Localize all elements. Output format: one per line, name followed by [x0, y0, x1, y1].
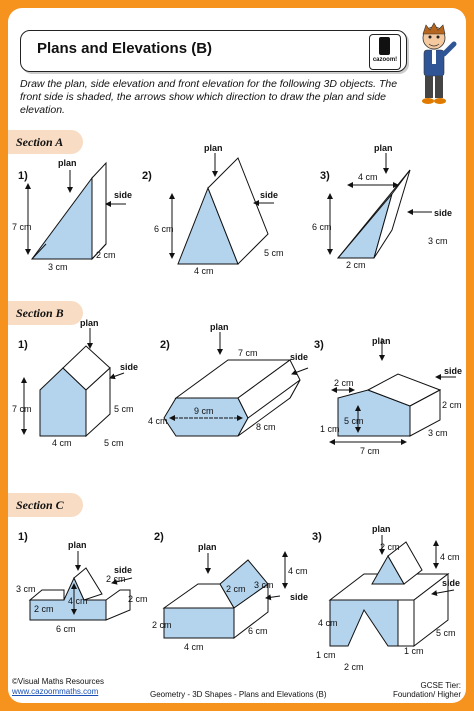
c3-dim-left: 4 cm [318, 618, 338, 628]
c2-dim-left: 2 cm [152, 620, 172, 630]
c3-plan-label: plan [372, 524, 391, 534]
a2-plan-label: plan [204, 143, 223, 153]
q-c1-num: 1) [18, 531, 28, 543]
c2-dim-front: 2 cm [226, 584, 246, 594]
b1-plan-label: plan [80, 318, 99, 328]
instructions: Draw the plan, side elevation and front … [20, 78, 398, 116]
c2-plan-label: plan [198, 542, 217, 552]
a2-dim-depth: 5 cm [264, 248, 284, 258]
a1-dim-base: 3 cm [48, 262, 68, 272]
q-b1-num: 1) [18, 339, 28, 351]
c1-dim-top: 2 cm [106, 574, 126, 584]
a3-dim-depth: 3 cm [428, 236, 448, 246]
b1-dim-height: 7 cm [12, 404, 32, 414]
b2-side-label: side [290, 352, 308, 362]
c1-dim-left: 3 cm [16, 584, 36, 594]
shape-c1 [28, 551, 133, 621]
shape-b3 [329, 338, 456, 445]
a3-dim-base: 2 cm [346, 260, 366, 270]
q-a2-num: 2) [142, 170, 152, 182]
c2-dim-depth: 6 cm [248, 626, 268, 636]
shape-a1 [25, 161, 126, 261]
q-c3-num: 3) [312, 531, 322, 543]
shape-b1 [21, 328, 125, 438]
a3-dim-top: 4 cm [358, 172, 378, 182]
cazoom-logo: cazoom! [369, 34, 401, 70]
c3-dim-peak: 4 cm [440, 552, 460, 562]
c1-dim-height: 4 cm [68, 596, 88, 606]
shape-c2 [162, 551, 288, 640]
b3-dim-mid: 5 cm [344, 416, 364, 426]
q-b3-num: 3) [314, 339, 324, 351]
footer-tier-label: GCSE Tier: [420, 681, 461, 690]
section-c-label: Section C [8, 493, 83, 517]
a3-plan-label: plan [374, 143, 393, 153]
b3-dim-side: 2 cm [442, 400, 462, 410]
shape-a3 [327, 153, 432, 259]
title-box: Plans and Elevations (B) cazoom! [20, 30, 407, 72]
shape-a2 [169, 153, 274, 265]
b2-dim-depth: 8 cm [256, 422, 276, 432]
q-a1-num: 1) [18, 170, 28, 182]
b1-dim-depth: 5 cm [104, 438, 124, 448]
a2-dim-height: 6 cm [154, 224, 174, 234]
footer-url-link[interactable]: www.cazoommaths.com [12, 687, 99, 696]
logo-mark-icon [379, 37, 390, 55]
b2-dim-height: 4 cm [148, 416, 168, 426]
b3-dim-left: 1 cm [320, 424, 340, 434]
shape-b2 [163, 332, 309, 437]
shape-c3 [328, 535, 455, 648]
c2-side-label: side [290, 592, 308, 602]
logo-text: cazoom! [372, 57, 398, 63]
c3-dim-gap: 1 cm [404, 646, 424, 656]
b2-plan-label: plan [210, 322, 229, 332]
a1-dim-height: 7 cm [12, 222, 32, 232]
c3-dim-base: 2 cm [344, 662, 364, 672]
c2-dim-slope: 3 cm [254, 580, 274, 590]
b1-side-label: side [120, 362, 138, 372]
b2-dim-width: 9 cm [194, 406, 214, 416]
b1-dim-base: 4 cm [52, 438, 72, 448]
footer-tier: Foundation/ Higher [392, 690, 461, 699]
diagrams: 1) 2) 3) 1) 2) 3) 1) 2) 3) plan side pla… [12, 143, 462, 672]
c1-plan-label: plan [68, 540, 87, 550]
page-title: Plans and Elevations (B) [37, 40, 213, 57]
b1-dim-side: 5 cm [114, 404, 134, 414]
worksheet: Plans and Elevations (B) cazoom! Draw th… [8, 8, 466, 703]
b3-plan-label: plan [372, 336, 391, 346]
cartoon-boy-icon [422, 22, 457, 104]
c1-dim-front: 2 cm [34, 604, 54, 614]
a1-plan-label: plan [58, 158, 77, 168]
c3-dim-depth: 5 cm [436, 628, 456, 638]
c3-dim-top: 2 cm [380, 542, 400, 552]
b2-dim-top: 7 cm [238, 348, 258, 358]
b3-dim-top: 2 cm [334, 378, 354, 388]
a3-dim-height: 6 cm [312, 222, 332, 232]
a1-dim-depth: 2 cm [96, 250, 116, 260]
c2-dim-height: 4 cm [288, 566, 308, 576]
a1-side-label: side [114, 190, 132, 200]
q-a3-num: 3) [320, 170, 330, 182]
a2-dim-base: 4 cm [194, 266, 214, 276]
b3-dim-base: 7 cm [360, 446, 380, 456]
a3-side-label: side [434, 208, 452, 218]
c2-dim-base: 4 cm [184, 642, 204, 652]
section-b-label: Section B [8, 301, 83, 325]
footer: ©Visual Maths Resources www.cazoommaths.… [8, 675, 466, 703]
section-a-label: Section A [8, 130, 83, 154]
c1-side-label: side [114, 565, 132, 575]
c1-dim-depth: 2 cm [128, 594, 148, 604]
footer-topic: Geometry - 3D Shapes - Plans and Elevati… [150, 690, 327, 699]
c3-side-label: side [442, 578, 460, 588]
a2-side-label: side [260, 190, 278, 200]
footer-copyright: ©Visual Maths Resources [12, 677, 105, 686]
b3-dim-depth: 3 cm [428, 428, 448, 438]
b3-side-label: side [444, 366, 462, 376]
c1-dim-base: 6 cm [56, 624, 76, 634]
c3-dim-foot: 1 cm [316, 650, 336, 660]
q-c2-num: 2) [154, 531, 164, 543]
q-b2-num: 2) [160, 339, 170, 351]
